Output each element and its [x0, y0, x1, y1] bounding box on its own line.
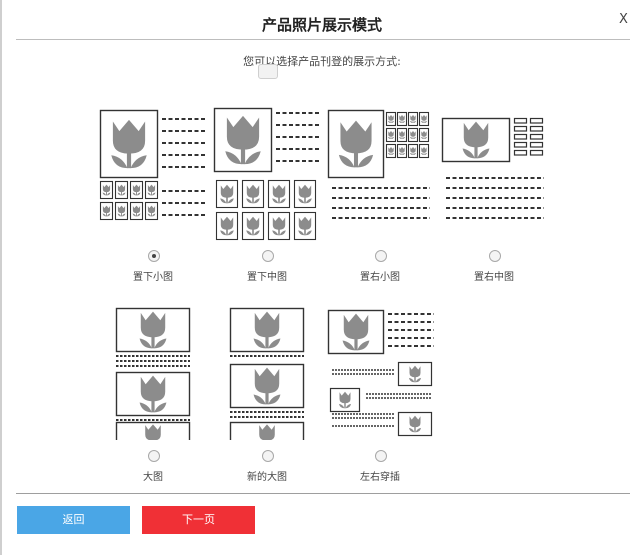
back-button[interactable]: 返回 — [17, 506, 130, 534]
tulip-photo-icon — [246, 184, 260, 204]
tulip-photo-icon — [253, 311, 281, 349]
radio-large[interactable] — [148, 450, 160, 462]
tulip-photo-icon — [147, 205, 156, 217]
tulip-photo-icon — [298, 184, 312, 204]
tulip-photo-icon — [421, 130, 427, 140]
dialog-title: 产品照片展示模式 — [261, 16, 382, 34]
text-lines-icon — [162, 118, 206, 168]
tulip-photo-icon — [139, 375, 167, 413]
tulip-photo-icon — [388, 130, 394, 140]
text-lines-icon — [162, 190, 206, 216]
tulip-photo-icon — [132, 205, 141, 217]
tulip-photo-icon — [145, 424, 161, 440]
next-page-button[interactable]: 下一页 — [142, 506, 255, 534]
title-divider — [16, 39, 630, 40]
option-label-alternate: 左右穿插 — [360, 472, 400, 483]
text-lines-icon — [116, 355, 190, 367]
tulip-photo-icon — [253, 367, 281, 405]
tulip-photo-icon — [147, 184, 156, 196]
layout-preview-right-medium[interactable] — [440, 114, 552, 224]
tulip-photo-icon — [139, 311, 167, 349]
tulip-photo-icon — [399, 146, 405, 156]
option-label-right-small: 置右小图 — [360, 272, 400, 283]
tulip-photo-icon — [117, 184, 126, 196]
tulip-photo-icon — [338, 391, 352, 409]
layout-preview-large[interactable] — [112, 306, 196, 440]
tulip-photo-icon — [225, 115, 261, 165]
tulip-photo-icon — [259, 424, 275, 440]
dialog-subtitle: 您可以选择产品刊登的展示方式: — [243, 55, 401, 68]
tulip-photo-icon — [132, 184, 141, 196]
tulip-photo-icon — [117, 205, 126, 217]
tulip-photo-icon — [410, 114, 416, 124]
tulip-photo-icon — [388, 146, 394, 156]
tulip-photo-icon — [421, 114, 427, 124]
text-lines-icon — [332, 369, 394, 375]
tulip-photo-icon — [246, 216, 260, 236]
radio-new-large[interactable] — [262, 450, 274, 462]
tulip-photo-icon — [408, 365, 422, 383]
tulip-photo-icon — [102, 184, 111, 196]
tulip-photo-icon — [421, 146, 427, 156]
option-label-bottom-medium: 置下中图 — [247, 272, 287, 283]
tulip-photo-icon — [399, 114, 405, 124]
radio-bottom-medium[interactable] — [262, 250, 274, 262]
dialog-left-border — [0, 0, 2, 555]
text-lines-icon — [366, 393, 432, 399]
text-lines-icon — [230, 411, 304, 418]
layout-preview-alternate[interactable] — [326, 308, 438, 438]
radio-alternate[interactable] — [375, 450, 387, 462]
tulip-photo-icon — [102, 205, 111, 217]
text-lines-icon — [276, 112, 320, 162]
option-label-large: 大图 — [143, 472, 163, 483]
text-lines-icon — [446, 177, 544, 219]
layout-preview-new-large[interactable] — [226, 306, 310, 440]
tulip-photo-icon — [220, 184, 234, 204]
text-lines-icon — [388, 313, 434, 347]
layout-preview-bottom-medium[interactable] — [212, 106, 324, 242]
radio-bottom-small[interactable] — [148, 250, 160, 262]
tulip-photo-icon — [338, 120, 374, 168]
text-lines-icon — [332, 413, 394, 419]
radio-right-medium[interactable] — [489, 250, 501, 262]
option-label-right-medium: 置右中图 — [474, 272, 514, 283]
tulip-photo-icon — [272, 216, 286, 236]
tulip-photo-icon — [298, 216, 312, 236]
text-lines-icon — [332, 187, 430, 219]
select-box[interactable] — [258, 64, 278, 79]
close-icon[interactable]: X — [619, 12, 628, 27]
option-label-new-large: 新的大图 — [247, 472, 287, 483]
radio-right-small[interactable] — [375, 250, 387, 262]
tulip-photo-icon — [111, 119, 147, 169]
tulip-photo-icon — [462, 121, 490, 159]
tulip-photo-icon — [272, 184, 286, 204]
tulip-photo-icon — [388, 114, 394, 124]
footer-divider — [16, 493, 630, 494]
tulip-photo-icon — [408, 415, 422, 433]
layout-preview-bottom-small[interactable] — [98, 108, 210, 224]
tulip-photo-icon — [410, 130, 416, 140]
tulip-photo-icon — [410, 146, 416, 156]
tulip-photo-icon — [342, 313, 370, 351]
layout-preview-right-small[interactable] — [326, 108, 438, 224]
tulip-photo-icon — [399, 130, 405, 140]
tulip-photo-icon — [220, 216, 234, 236]
option-label-bottom-small: 置下小图 — [133, 272, 173, 283]
